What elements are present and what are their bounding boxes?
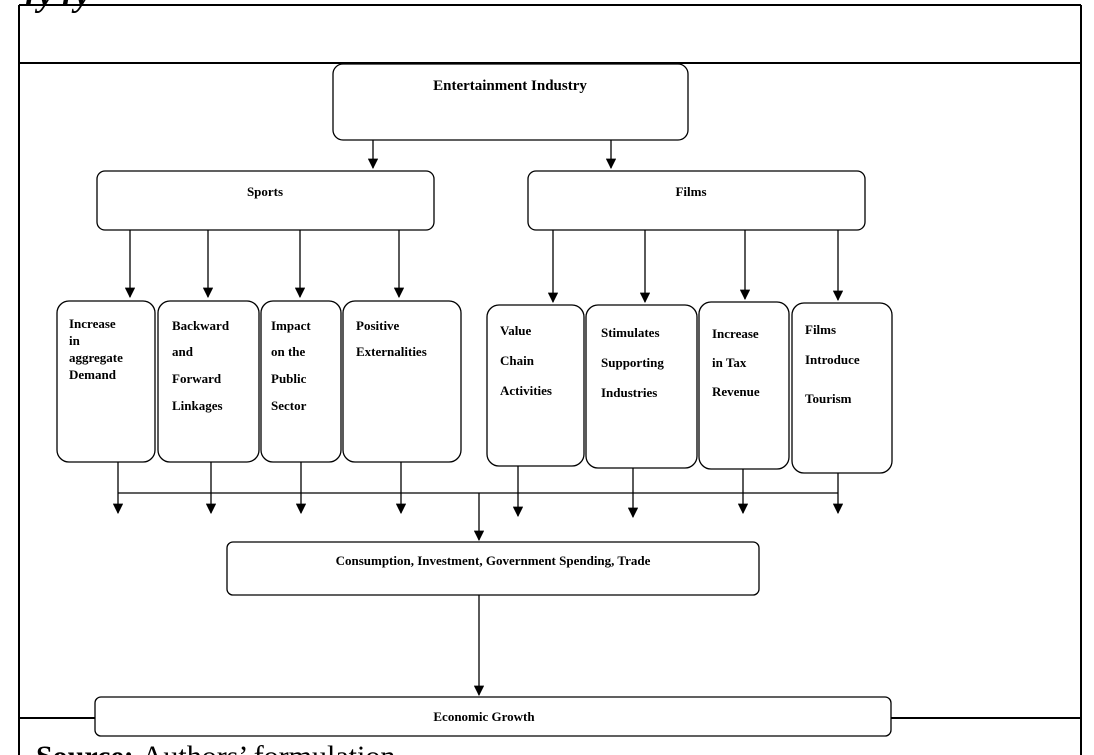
source-text: Authors’ formulation [142, 740, 396, 755]
node-films-introduce-tourism: Films Introduce Tourism [791, 302, 893, 474]
node-impact-public-sector: Impact on the Public Sector [260, 300, 342, 463]
node-label: Stimulates Supporting Industries [601, 325, 667, 400]
node-label: Positive Externalities [356, 318, 427, 359]
node-label: Sports [247, 184, 283, 199]
node-increase-aggregate-demand: Increase in aggregate Demand [56, 300, 156, 463]
node-stimulates-supporting-industries: Stimulates Supporting Industries [585, 304, 698, 469]
node-entertainment-industry: Entertainment Industry [332, 63, 689, 141]
node-backward-forward-linkages: Backward and Forward Linkages [157, 300, 260, 463]
header-partial-text: ry ry [25, 0, 91, 14]
node-increase-tax-revenue: Increase in Tax Revenue [698, 301, 790, 470]
node-label: Consumption, Investment, Government Spen… [336, 553, 651, 568]
node-label: Films [675, 184, 706, 199]
node-label: Value Chain Activities [500, 323, 552, 398]
node-value-chain-activities: Value Chain Activities [486, 304, 585, 467]
node-label: Backward and Forward Linkages [172, 318, 232, 413]
node-sports: Sports [96, 170, 435, 231]
node-positive-externalities: Positive Externalities [342, 300, 462, 463]
source-note: Source: Authors’ formulation [36, 740, 395, 755]
node-label: Economic Growth [433, 709, 535, 724]
connectors [112, 140, 844, 697]
node-label: Impact on the Public Sector [271, 318, 314, 413]
node-label: Increase in aggregate Demand [69, 316, 126, 382]
source-label: Source: [36, 740, 134, 755]
node-economic-growth: Economic Growth [94, 696, 892, 737]
node-label: Films Introduce Tourism [805, 322, 863, 406]
node-label: Increase in Tax Revenue [712, 326, 762, 399]
node-films: Films [527, 170, 866, 231]
node-label: Entertainment Industry [433, 78, 587, 94]
node-channels: Consumption, Investment, Government Spen… [226, 541, 760, 596]
